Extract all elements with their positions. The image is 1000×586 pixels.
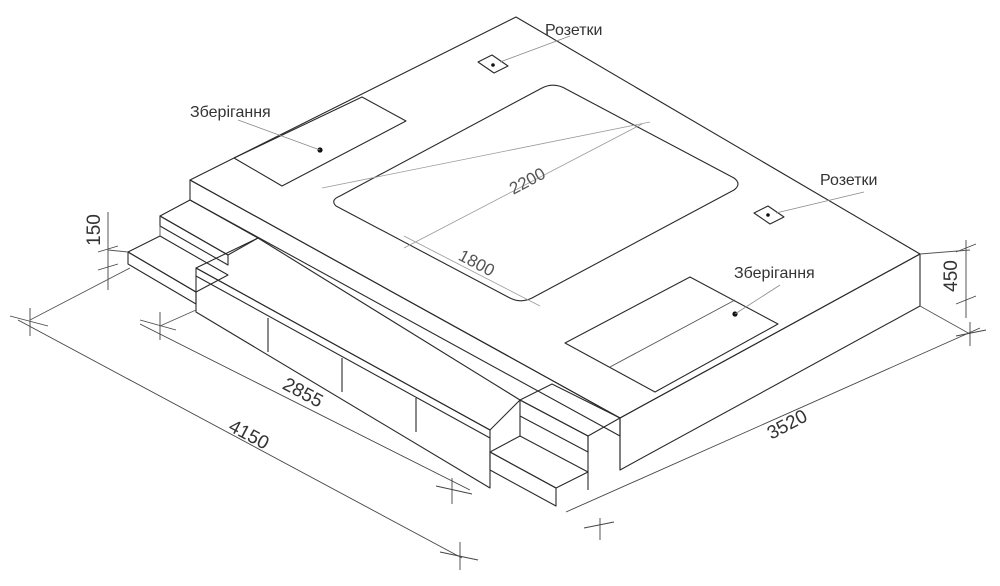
dim-step-label: 150: [84, 214, 105, 246]
dim-width-tick-start: [9, 315, 49, 327]
left-step-lower-top: [127, 235, 229, 293]
storage-right-split: [609, 299, 736, 368]
dim-drawer-tick-start: [139, 319, 177, 331]
outlet-right-label: Розетки: [820, 172, 877, 189]
storage-left-hatch: [233, 96, 407, 187]
mattress-outline: [333, 84, 739, 302]
dim-step-tick-bottom: [97, 263, 119, 271]
outlet-top: Розетки: [477, 22, 602, 74]
right-step-lower-front: [489, 451, 557, 507]
drawer-block-lip: [195, 275, 491, 439]
dim-depth-line: [565, 327, 981, 513]
dim-depth-extension: [919, 305, 971, 335]
outlet-top-leader: [499, 35, 571, 63]
left-step-upper-top: [159, 199, 259, 256]
dim-height: 450: [919, 240, 977, 318]
left-steps: [127, 199, 259, 305]
dim-drawer-label: 2855: [279, 374, 326, 412]
dim-width-label: 4150: [225, 416, 272, 454]
right-steps: [489, 383, 621, 507]
storage-left: Зберігання: [190, 96, 407, 187]
dim-width-extension: [29, 267, 131, 321]
dim-height-ext-top: [919, 249, 971, 255]
right-step-upper-front: [519, 399, 589, 453]
storage-right-leader: [734, 284, 781, 315]
dim-height-tick-bottom: [955, 295, 977, 305]
outlet-top-box: [477, 54, 509, 74]
dim-depth-tick-start: [583, 521, 615, 529]
storage-right-label: Зберігання: [734, 265, 815, 282]
outlet-top-dot: [491, 63, 495, 67]
dim-width-line: [17, 319, 463, 559]
storage-left-leader: [237, 119, 321, 151]
dim-drawer-extension: [159, 309, 197, 327]
podium-top-surface: [189, 16, 921, 419]
mattress-width-dim: [403, 235, 541, 307]
storage-right: Зберігання: [564, 265, 815, 393]
mattress-length-dim: [403, 123, 643, 249]
drawer-block: [195, 237, 521, 489]
dim-step: 150: [84, 212, 129, 290]
dim-depth-label: 3520: [764, 406, 811, 444]
dim-step-ext: [107, 249, 129, 253]
left-step-upper-front: [159, 215, 229, 266]
dim-height-label: 450: [941, 260, 962, 292]
outlet-right-leader: [775, 191, 865, 214]
mattress-width-label: 1800: [455, 246, 497, 281]
left-step-lower-front: [127, 251, 197, 305]
outlet-right: Розетки: [753, 172, 877, 225]
dim-drawer-line: [139, 323, 471, 491]
dim-step-tick-top: [97, 245, 119, 253]
dim-width-tick-end: [439, 551, 479, 561]
outlet-top-label: Розетки: [545, 22, 602, 39]
outlet-right-dot: [766, 213, 770, 217]
outlet-right-box: [753, 205, 785, 225]
mattress-length-line: [321, 121, 651, 189]
mattress-area: 2200 1800: [321, 84, 739, 307]
dim-depth: 3520: [565, 305, 987, 540]
dim-depth-tick-end: [955, 329, 987, 337]
dim-drawer-tick-end: [435, 485, 473, 495]
storage-right-hatch: [564, 276, 779, 393]
storage-left-label: Зберігання: [190, 104, 271, 121]
drawer-block-front: [195, 267, 491, 489]
dim-width: 4150: [9, 267, 479, 570]
mattress-length-label: 2200: [506, 164, 548, 199]
